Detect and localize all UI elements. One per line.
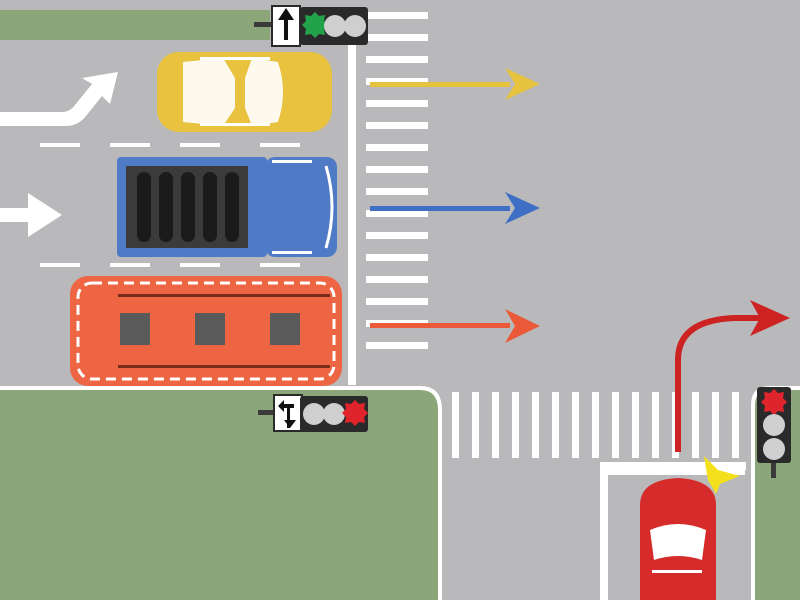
crosswalk-stripe: [366, 188, 428, 195]
crosswalk-stripe: [366, 166, 428, 173]
crosswalk-stripe: [552, 392, 559, 458]
crosswalk-stripe: [366, 342, 428, 349]
traffic-light-right: [757, 387, 791, 478]
grass-top-left: [0, 10, 270, 40]
crosswalk-stripe: [366, 34, 428, 41]
yellow-car: [157, 52, 332, 132]
blue-truck-path-arrow: [370, 192, 540, 224]
crosswalk-stripe: [652, 392, 659, 458]
stop-line-west: [348, 40, 356, 385]
crosswalk-stripe: [366, 100, 428, 107]
crosswalk-stripe: [366, 12, 428, 19]
straight-right-arrow-icon: [0, 72, 118, 126]
crosswalk-stripe: [472, 392, 479, 458]
red-bus-path-arrow: [370, 309, 540, 343]
straight-arrow-icon: [278, 8, 294, 40]
blue-truck: [117, 157, 337, 257]
crosswalk-stripe: [366, 56, 428, 63]
traffic-light-top: [254, 5, 368, 47]
red-car-right-turn-arrow: [675, 300, 790, 452]
crosswalk-stripe: [366, 254, 428, 261]
signal-light-off: [344, 15, 366, 37]
crosswalk-stripe: [632, 392, 639, 458]
crosswalk-stripe: [366, 232, 428, 239]
signal-light-off: [763, 438, 785, 460]
crosswalk-stripe: [572, 392, 579, 458]
right-blinker-icon: [704, 456, 740, 494]
crosswalk-stripe: [366, 276, 428, 283]
crosswalk-stripe: [366, 122, 428, 129]
straight-arrow-icon: [0, 193, 62, 237]
crosswalk-stripe: [612, 392, 619, 458]
crosswalk-stripe: [592, 392, 599, 458]
south-stop-line: [600, 462, 746, 470]
red-signal-light: [342, 400, 368, 426]
crosswalk-south: [452, 392, 739, 458]
crosswalk-stripe: [532, 392, 539, 458]
crosswalk-east: [366, 12, 428, 349]
signal-light-off: [763, 414, 785, 436]
lane-dividers: [40, 143, 300, 267]
red-car: [640, 478, 716, 600]
curb-line-bottom-left: [0, 386, 442, 600]
crosswalk-stripe: [366, 78, 428, 85]
traffic-light-middle: [258, 394, 368, 432]
grass-bottom-left: [0, 390, 440, 600]
crosswalk-stripe: [732, 392, 739, 458]
signal-light-off: [323, 403, 345, 425]
crosswalk-stripe: [492, 392, 499, 458]
red-signal-light: [761, 389, 787, 415]
crosswalk-stripe: [366, 210, 428, 217]
crosswalk-stripe: [712, 392, 719, 458]
crosswalk-stripe: [692, 392, 699, 458]
crosswalk-stripe: [366, 144, 428, 151]
green-signal-light: [302, 12, 328, 38]
signal-light-off: [303, 403, 325, 425]
crosswalk-stripe: [512, 392, 519, 458]
crosswalk-stripe: [452, 392, 459, 458]
left-turn-arrow-icon: [278, 400, 296, 428]
crosswalk-stripe: [366, 298, 428, 305]
yellow-car-path-arrow: [370, 68, 540, 100]
signal-light-off: [324, 15, 346, 37]
red-bus: [70, 276, 342, 386]
